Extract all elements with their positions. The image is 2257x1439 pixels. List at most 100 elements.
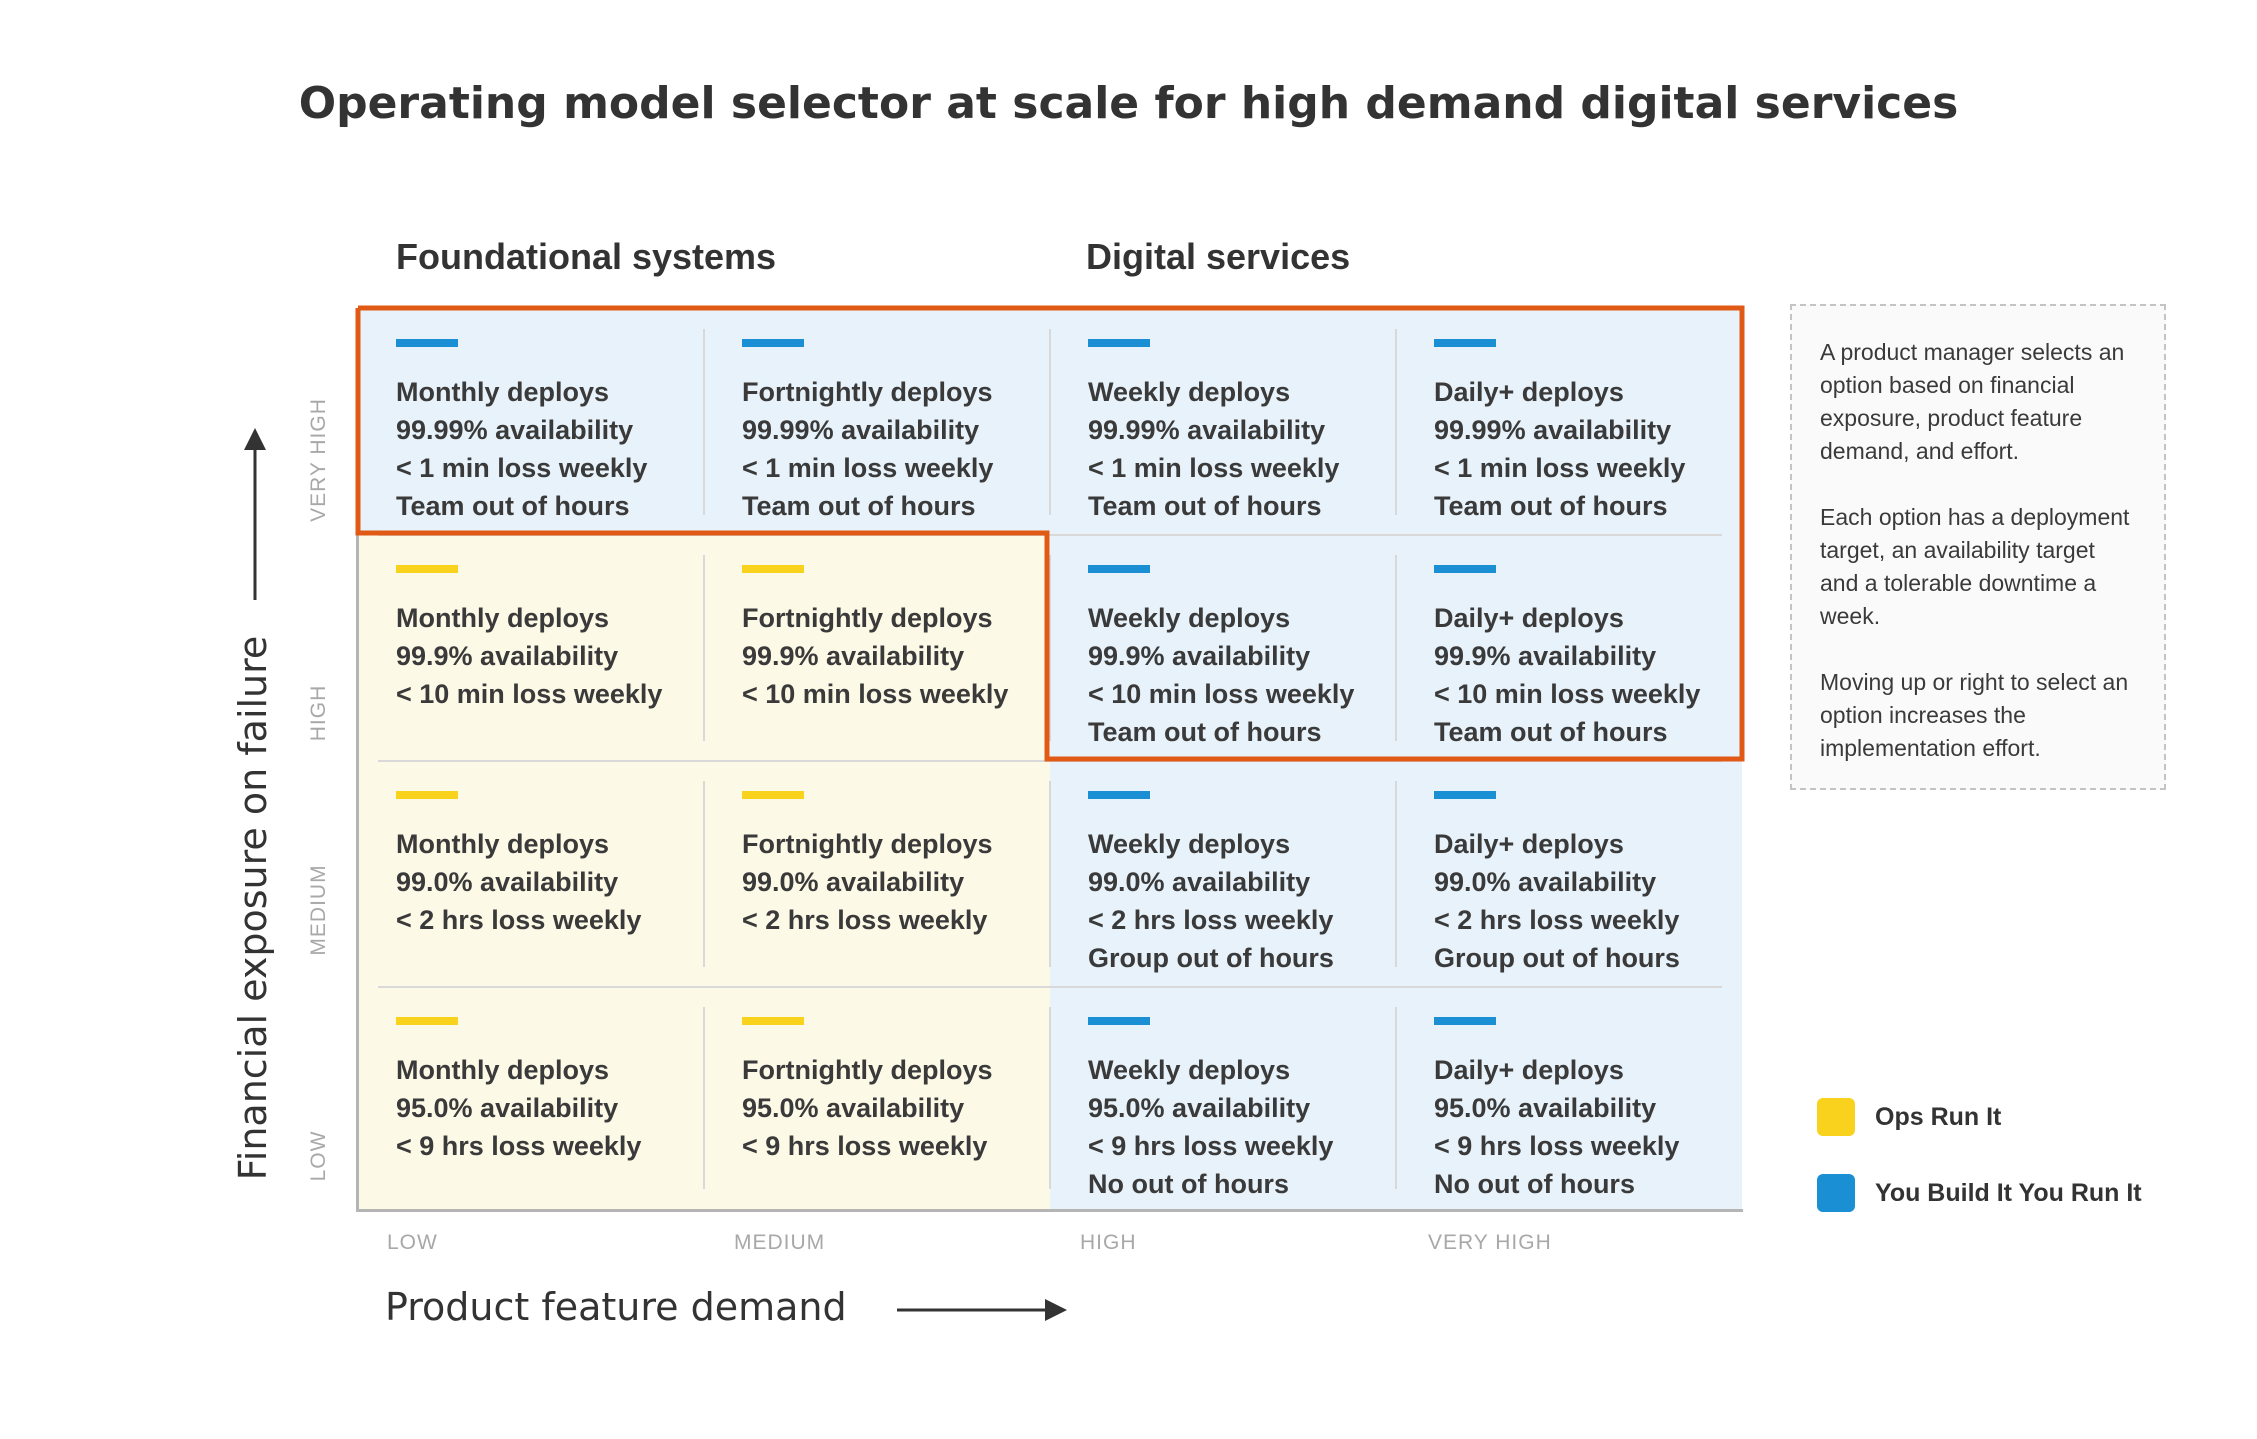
x-axis-label: Product feature demand: [385, 1285, 847, 1329]
option-line: < 1 min loss weekly: [396, 453, 648, 483]
note-paragraph: Moving up or right to select an option i…: [1820, 669, 2129, 761]
y-tick-low: LOW: [307, 1130, 330, 1182]
option-cell-very-high-exposure-very-high-demand: Daily+ deploys 99.99% availability < 1 min…: [1396, 309, 1742, 535]
option-line: Weekly deploys: [1088, 603, 1291, 633]
option-line: Weekly deploys: [1088, 377, 1291, 407]
option-line: < 10 min loss weekly: [1088, 679, 1355, 709]
option-line: < 1 min loss weekly: [742, 453, 994, 483]
y-tick-medium: MEDIUM: [307, 864, 330, 956]
option-line: < 9 hrs loss weekly: [742, 1131, 988, 1161]
you-build-it-marker: [1434, 791, 1496, 799]
grid-divider: [1395, 781, 1397, 967]
option-line: 99.99% availability: [742, 415, 980, 445]
x-tick-very-high: VERY HIGH: [1428, 1231, 1552, 1254]
option-line: Monthly deploys: [396, 829, 610, 859]
option-line: < 1 min loss weekly: [1088, 453, 1340, 483]
legend-swatch-blue: [1817, 1174, 1855, 1212]
x-axis-line: [357, 1209, 1743, 1212]
option-line: 99.99% availability: [396, 415, 634, 445]
diagram-title: Operating model selector at scale for hi…: [298, 78, 1959, 129]
x-tick-low: LOW: [387, 1231, 438, 1254]
option-line: 99.0% availability: [396, 867, 619, 897]
option-line: Weekly deploys: [1088, 829, 1291, 859]
you-build-it-marker: [1088, 791, 1150, 799]
option-line: 99.9% availability: [1088, 641, 1311, 671]
option-line: 95.0% availability: [1434, 1093, 1657, 1123]
ops-run-it-marker: [742, 565, 804, 573]
you-build-it-marker: [1434, 565, 1496, 573]
option-cell-low-exposure-very-high-demand: Daily+ deploys 95.0% availability < 9 hrs …: [1396, 987, 1742, 1211]
grid-divider: [1049, 1007, 1051, 1189]
option-line: Fortnightly deploys: [742, 829, 993, 859]
option-cell-very-high-exposure-low-demand: Monthly deploys 99.99% availability < 1 mi…: [358, 309, 704, 535]
option-line: Team out of hours: [1434, 717, 1668, 747]
option-line: 99.99% availability: [1434, 415, 1672, 445]
option-cell-medium-exposure-low-demand: Monthly deploys 99.0% availability < 2 hrs…: [358, 761, 704, 987]
option-cell-very-high-exposure-medium-demand: Fortnightly deploys 99.99% availability < …: [704, 309, 1050, 535]
y-tick-very-high: VERY HIGH: [307, 398, 330, 522]
x-tick-medium: MEDIUM: [734, 1231, 826, 1254]
option-line: Daily+ deploys: [1434, 603, 1624, 633]
grid-divider: [703, 329, 705, 515]
option-line: Monthly deploys: [396, 1055, 610, 1085]
option-line: 99.9% availability: [742, 641, 965, 671]
option-line: Group out of hours: [1434, 943, 1680, 973]
option-line: < 9 hrs loss weekly: [396, 1131, 642, 1161]
you-build-it-marker: [1434, 1017, 1496, 1025]
option-line: Team out of hours: [1088, 491, 1322, 521]
explanation-note: A product manager selects an option base…: [1790, 304, 2166, 790]
option-line: < 2 hrs loss weekly: [1434, 905, 1680, 935]
you-build-it-marker: [1088, 565, 1150, 573]
ops-run-it-marker: [396, 565, 458, 573]
you-build-it-marker: [396, 339, 458, 347]
y-axis-arrow-icon: [244, 428, 266, 600]
legend-label: You Build It You Run It: [1875, 1178, 2142, 1207]
you-build-it-marker: [1434, 339, 1496, 347]
option-line: Fortnightly deploys: [742, 1055, 993, 1085]
ops-run-it-marker: [742, 791, 804, 799]
you-build-it-marker: [1088, 1017, 1150, 1025]
grid-divider: [378, 986, 1722, 988]
option-line: < 1 min loss weekly: [1434, 453, 1686, 483]
option-line: < 10 min loss weekly: [742, 679, 1009, 709]
high-exposure-highlight-outline: [355, 305, 1745, 762]
option-line: < 9 hrs loss weekly: [1434, 1131, 1680, 1161]
grid-divider: [378, 534, 1722, 536]
option-line: Monthly deploys: [396, 377, 610, 407]
option-line: Weekly deploys: [1088, 1055, 1291, 1085]
option-line: < 10 min loss weekly: [396, 679, 663, 709]
option-line: Daily+ deploys: [1434, 377, 1624, 407]
option-line: 99.0% availability: [742, 867, 965, 897]
option-line: < 2 hrs loss weekly: [396, 905, 642, 935]
grid-divider: [1049, 329, 1051, 515]
note-paragraph: Each option has a deployment target, an …: [1820, 504, 2130, 629]
ops-run-it-marker: [396, 791, 458, 799]
option-line: 99.0% availability: [1434, 867, 1657, 897]
option-line: Daily+ deploys: [1434, 829, 1624, 859]
option-line: No out of hours: [1088, 1169, 1289, 1199]
x-tick-high: HIGH: [1080, 1231, 1137, 1254]
option-line: Daily+ deploys: [1434, 1055, 1624, 1085]
grid-divider: [1049, 781, 1051, 967]
option-line: < 10 min loss weekly: [1434, 679, 1701, 709]
option-line: Team out of hours: [1088, 717, 1322, 747]
option-line: Fortnightly deploys: [742, 377, 993, 407]
note-paragraph: A product manager selects an option base…: [1820, 339, 2125, 464]
legend-label: Ops Run It: [1875, 1102, 2002, 1131]
grid-divider: [1395, 1007, 1397, 1189]
option-cell-high-exposure-medium-demand: Fortnightly deploys 99.9% availability < 1…: [704, 535, 1050, 761]
option-line: < 2 hrs loss weekly: [742, 905, 988, 935]
option-line: Fortnightly deploys: [742, 603, 993, 633]
x-axis-arrow-icon: [897, 1299, 1067, 1321]
option-line: Group out of hours: [1088, 943, 1334, 973]
grid-divider: [703, 1007, 705, 1189]
option-line: Monthly deploys: [396, 603, 610, 633]
y-tick-high: HIGH: [307, 684, 330, 742]
group-header-foundational: Foundational systems: [396, 236, 777, 277]
option-cell-medium-exposure-medium-demand: Fortnightly deploys 99.0% availability < 2…: [704, 761, 1050, 987]
option-cell-medium-exposure-very-high-demand: Daily+ deploys 99.0% availability < 2 hrs …: [1396, 761, 1742, 987]
option-cell-high-exposure-high-demand: Weekly deploys 99.9% availability < 10 min…: [1050, 535, 1396, 761]
